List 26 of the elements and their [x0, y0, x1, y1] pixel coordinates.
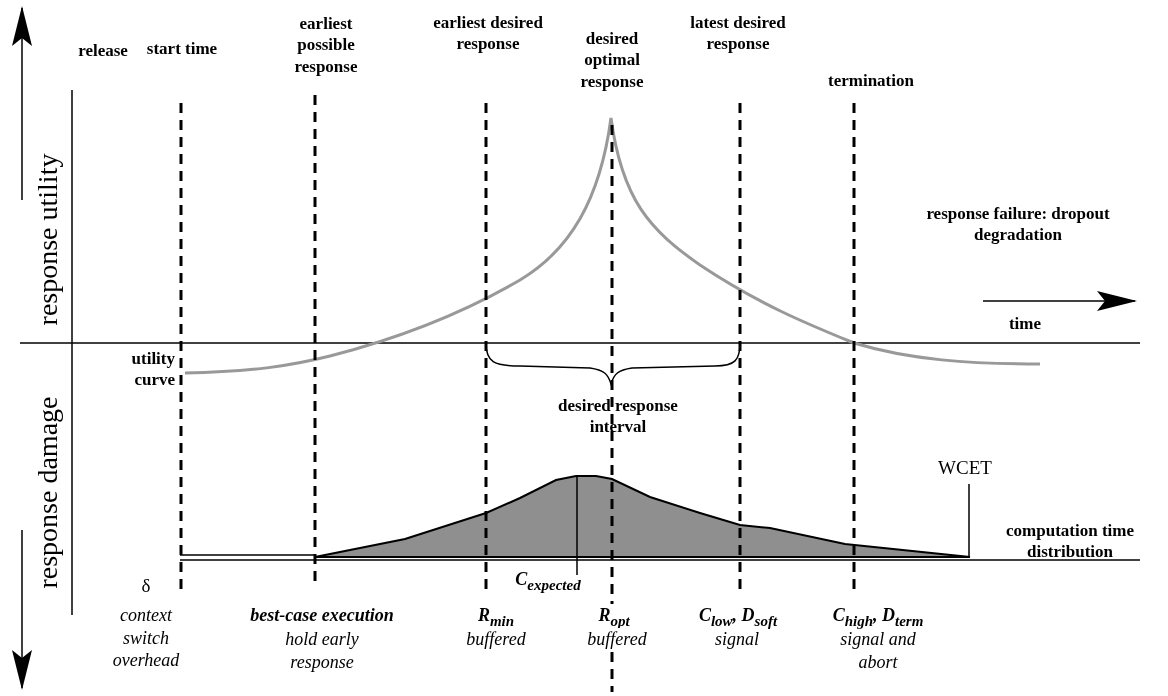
event-label: start time	[145, 38, 219, 60]
annotation-text: signal	[714, 629, 760, 651]
symbol-label: C$_{high}$, D$_{term}$	[831, 604, 925, 631]
event-label: termination	[827, 70, 915, 92]
event-label: latest desired response	[689, 12, 787, 55]
symbol-label: C$_{expected}$	[514, 568, 582, 595]
interval-label: desired response interval	[557, 395, 679, 438]
annotation-text: hold early response	[284, 628, 360, 673]
axis-label: response utility	[30, 152, 64, 328]
axis-label: time	[1007, 313, 1043, 335]
distribution-label: computation time distribution	[1005, 520, 1135, 563]
wcet-label: WCET	[937, 456, 993, 480]
annotation-heading: best-case execution	[249, 604, 395, 627]
annotation-text: signal and abort	[839, 629, 917, 673]
delta-symbol: δ	[140, 574, 152, 598]
axis-label: response damage	[30, 395, 64, 591]
event-label: earliest desired response	[433, 12, 543, 55]
symbol-label: R$_{min}$	[476, 604, 516, 631]
event-label: release	[77, 40, 129, 62]
region-label: response failure: dropout degradation	[925, 203, 1111, 246]
annotation-text: buffered	[465, 628, 527, 651]
curve-label: utility curve	[130, 348, 175, 391]
symbol-label: C$_{low}$, D$_{soft}$	[697, 604, 779, 631]
annotation-text: context switch overhead	[111, 604, 181, 672]
event-label: desired optimal response	[579, 28, 645, 92]
event-label: earliest possible response	[293, 13, 359, 77]
